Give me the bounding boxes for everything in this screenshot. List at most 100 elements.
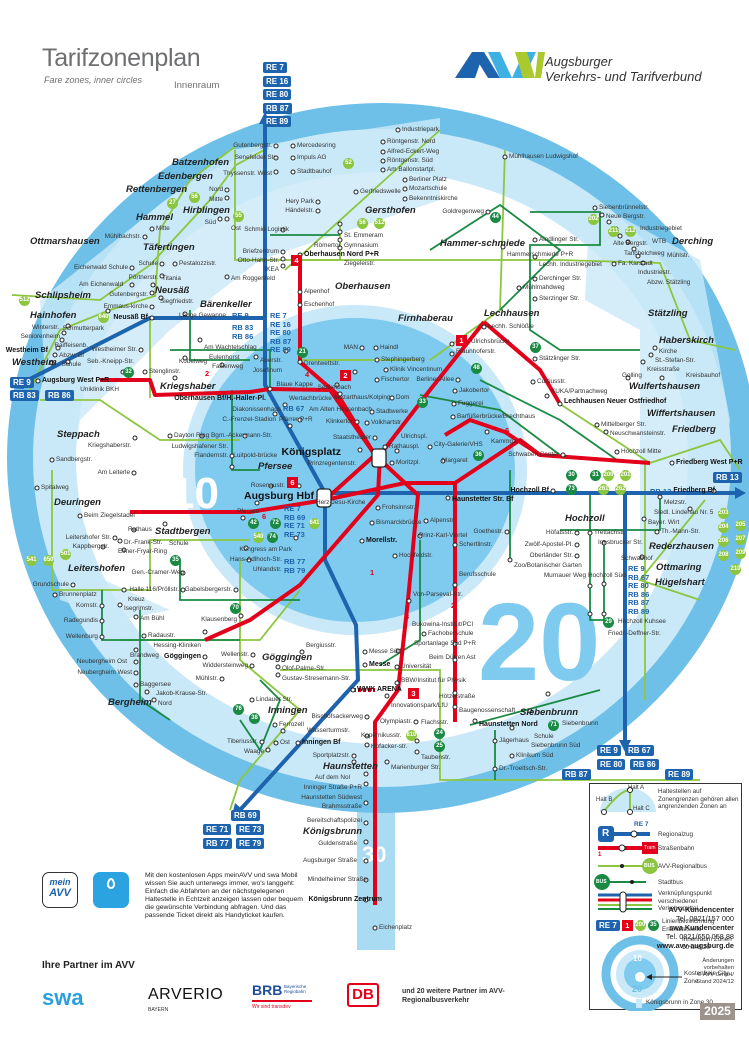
station-label[interactable]: WWK ARENA [357,686,402,693]
station-label[interactable]: Am Leiterle [97,469,130,476]
station-label[interactable]: Am Bühl [140,615,165,622]
station-label[interactable]: Schule [169,540,189,547]
station-label[interactable]: Otto-Hahn-Str. [237,257,279,264]
station-label[interactable]: Siedl. Lindenau Nr. 5 [654,509,714,516]
station-label[interactable]: Kongress am Park [239,546,292,553]
station-label[interactable]: Abzw. Bf [59,352,84,359]
station-label[interactable]: Frohsinnstr. [382,504,416,511]
station-label[interactable]: Senefelder Str. [234,154,277,161]
station-label[interactable]: Winterstr. [32,324,59,331]
station-label[interactable]: Grundschule [32,581,69,588]
station-label[interactable]: Briefzentrum [242,248,279,255]
station-label[interactable]: Elmer-Fryar-Ring [118,548,167,555]
station-label[interactable]: Uniklinik BKH [80,386,119,393]
station-label[interactable]: Sportplatzstr. [312,752,350,759]
station-label[interactable]: Seb.-Kneipp-Str. [87,358,134,365]
station-label[interactable]: Raiffeisenb. [54,342,88,349]
station-label[interactable]: Alpenstr. [430,517,455,524]
station-label[interactable]: Königsbrunn Zentrum [308,896,383,903]
station-label[interactable]: Messe Süd [369,648,401,655]
station-label[interactable]: Mühlhausen Ludwigshof [509,153,578,160]
station-label[interactable]: Flachsstr. [421,719,449,726]
station-label[interactable]: Prinz-Karl-Viertel [419,532,468,539]
station-label[interactable]: Rathaus [128,526,152,533]
station-label[interactable]: Haunstetten Südwest [301,794,362,801]
station-label[interactable]: Inningen Bf [302,739,341,746]
station-label[interactable]: Fa. Karstadt [618,260,653,267]
station-label[interactable]: Uhlandstr. [253,566,282,573]
station-label[interactable]: Bukowina-Institut/PCI [412,621,474,628]
station-label[interactable]: Hötzelstraße [439,693,476,700]
station-label[interactable]: Fuggerei [458,400,484,407]
station-label[interactable]: Stätzlinger Str. [539,355,581,362]
station-label[interactable]: Tiberiusstr. [226,738,258,745]
meinavv-app-icon[interactable]: mein AVV [42,872,78,908]
station-label[interactable]: Berufsschule [459,571,496,578]
station-label[interactable]: Guldenstraße [318,840,357,847]
station-label[interactable]: Bayer. Wirt [648,519,680,526]
station-label[interactable]: Industriestr. [638,269,672,276]
station-label[interactable]: Brandweg [130,652,159,659]
station-label[interactable]: Schule [61,361,81,368]
station-label[interactable]: WTB [652,238,667,245]
station-label[interactable]: Industriegebiet [640,225,682,232]
station-label[interactable]: Gustav-Stresemann-Str. [282,675,351,682]
station-label[interactable]: Sterzinger Str. [539,295,580,302]
station-label[interactable]: Aindlinger Str. [539,236,579,243]
station-label[interactable]: Oberhausen Bf/H.-Haller-Pl. [174,395,266,402]
station-label[interactable]: C.-Frenzel-Stadion [222,416,276,423]
station-label[interactable]: Lechh. Industriegebiet [539,261,602,268]
station-label[interactable]: Mercedesring [297,142,336,149]
station-label[interactable]: Olympiastr. [380,718,412,725]
station-label[interactable]: Fachoberschule [428,630,474,637]
station-label[interactable]: Jakob-Krause-Str. [156,690,208,697]
station-label[interactable]: Neubergheim Ost [76,658,127,665]
station-label[interactable]: Neusäß Bf [113,314,148,321]
station-label[interactable]: Isegrimstr. [124,605,154,612]
station-label[interactable]: Stenglinstr. [149,368,181,375]
station-label[interactable]: Nord [158,700,172,707]
station-label[interactable]: City-Galerie/VHS [434,441,483,448]
station-label[interactable]: Zwölf-Apostel-Pl. [524,541,573,548]
station-label[interactable]: Schule [534,733,554,740]
station-label[interactable]: Hochzoll Mitte [621,448,662,455]
station-label[interactable]: Bereitschaftspolizei [306,817,362,824]
station-label[interactable]: Lange Gewanne [179,312,226,319]
station-label[interactable]: Kirche [659,348,678,355]
station-label[interactable]: Bergiusstr. [306,642,337,649]
station-label[interactable]: Radaustr. [148,632,176,639]
station-label[interactable]: Augsburg West P+R [42,377,110,384]
station-label[interactable]: Innovationspark/LfU [391,702,448,709]
station-label[interactable]: Eichenwald Schule [74,264,128,271]
station-label[interactable]: Gutenbergstr. [233,142,272,149]
station-label[interactable]: Ferrozell [279,721,304,728]
station-label[interactable]: Augsburg Hbf [244,490,314,502]
station-label[interactable]: Auf dem Nol [314,774,350,781]
station-label[interactable]: IKEA [264,266,279,273]
station-label[interactable]: Fraunhoferstr. [456,348,496,355]
station-label[interactable]: Bischofsackerweg [311,713,363,720]
station-label[interactable]: Wellenburg [65,633,98,640]
station-label[interactable]: Westheim Bf [5,347,48,354]
station-label[interactable]: Kreisbauhof [686,372,721,379]
station-label[interactable]: Am Ballonstartpl. [387,166,436,173]
station-label[interactable]: Am Alten Hessenbach [309,406,372,413]
station-label[interactable]: Schule [138,260,158,267]
station-label[interactable]: Schmutterpark [62,325,104,332]
station-label[interactable]: Bgm.-Ackermann-Str. [211,432,273,439]
station-label[interactable]: Gymnasium [344,242,379,249]
station-label[interactable]: Baggersee [140,681,171,688]
station-label[interactable]: Berliner Allee [416,376,454,383]
station-label[interactable]: Mühlstr. [195,675,218,682]
station-label[interactable]: Zoo/Botanischer Garten [514,562,582,569]
station-label[interactable]: Mühlbachstr. [104,233,141,240]
station-label[interactable]: Murnauer Weg [543,572,586,579]
station-label[interactable]: Gutenbergstr. [109,291,148,298]
station-label[interactable]: Beim Dürren Ast [429,654,476,661]
website-link[interactable]: www.avv-augsburg.de [656,941,734,950]
station-label[interactable]: Mitte [209,196,223,203]
station-label[interactable]: Th.-Mann-Str. [661,528,701,535]
station-label[interactable]: Pestalozzistr. [179,260,217,267]
station-label[interactable]: St.-Stefan-Str. [655,357,696,364]
station-label[interactable]: Industriepark [402,126,439,133]
